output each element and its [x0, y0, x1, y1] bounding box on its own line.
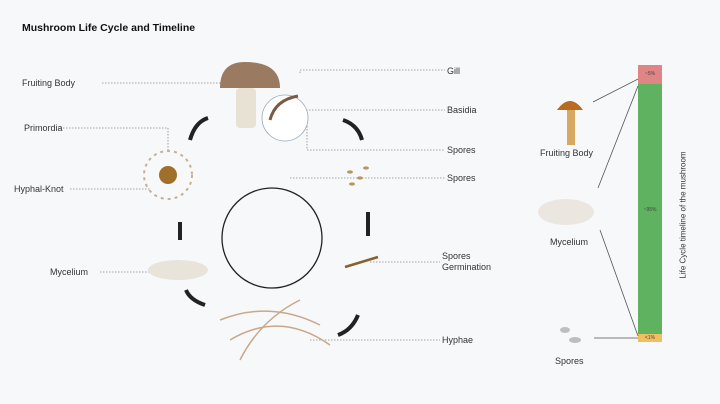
mycelium-icon — [148, 260, 208, 280]
spores-icon — [347, 166, 369, 186]
timeline-label-spores: Spores — [555, 356, 584, 366]
fruiting-body-small-icon — [557, 101, 583, 110]
label-hyphal-knot: Hyphal-Knot — [14, 184, 64, 194]
label-primordia: Primordia — [24, 123, 63, 133]
germination-icon — [344, 255, 379, 269]
timeline-axis-label: Life Cycle timeline of the mushroom — [678, 151, 688, 279]
timeline-label-fruiting-body: Fruiting Body — [540, 148, 594, 158]
fruiting-body-icon — [220, 62, 280, 128]
cycle-circle — [221, 187, 323, 289]
label-mycelium: Mycelium — [50, 267, 89, 277]
page-title: Mushroom Life Cycle and Timeline — [22, 22, 196, 34]
label-spores-1: Spores — [447, 145, 476, 155]
percent-fruiting-body: ~5% — [644, 71, 656, 77]
label-basidia: Basidia — [447, 105, 477, 115]
percent-mycelium: ~95% — [643, 207, 657, 213]
cycle-arrows — [178, 116, 370, 337]
mycelium-small-icon — [538, 199, 594, 225]
label-spores-germination: Spores Germination — [442, 251, 492, 272]
label-hyphae: Hyphae — [442, 335, 474, 345]
primordia-icon — [143, 150, 193, 200]
timeline-bar — [638, 65, 662, 342]
label-fruiting-body: Fruiting Body — [22, 78, 76, 88]
percent-spores: <1% — [644, 335, 656, 341]
gill-magnifier-icon — [261, 94, 309, 142]
label-gill: Gill — [447, 66, 460, 76]
timeline-label-mycelium: Mycelium — [550, 237, 589, 247]
label-spores-2: Spores — [447, 173, 476, 183]
hyphae-icon — [219, 299, 331, 361]
spores-small-icon — [560, 327, 581, 343]
